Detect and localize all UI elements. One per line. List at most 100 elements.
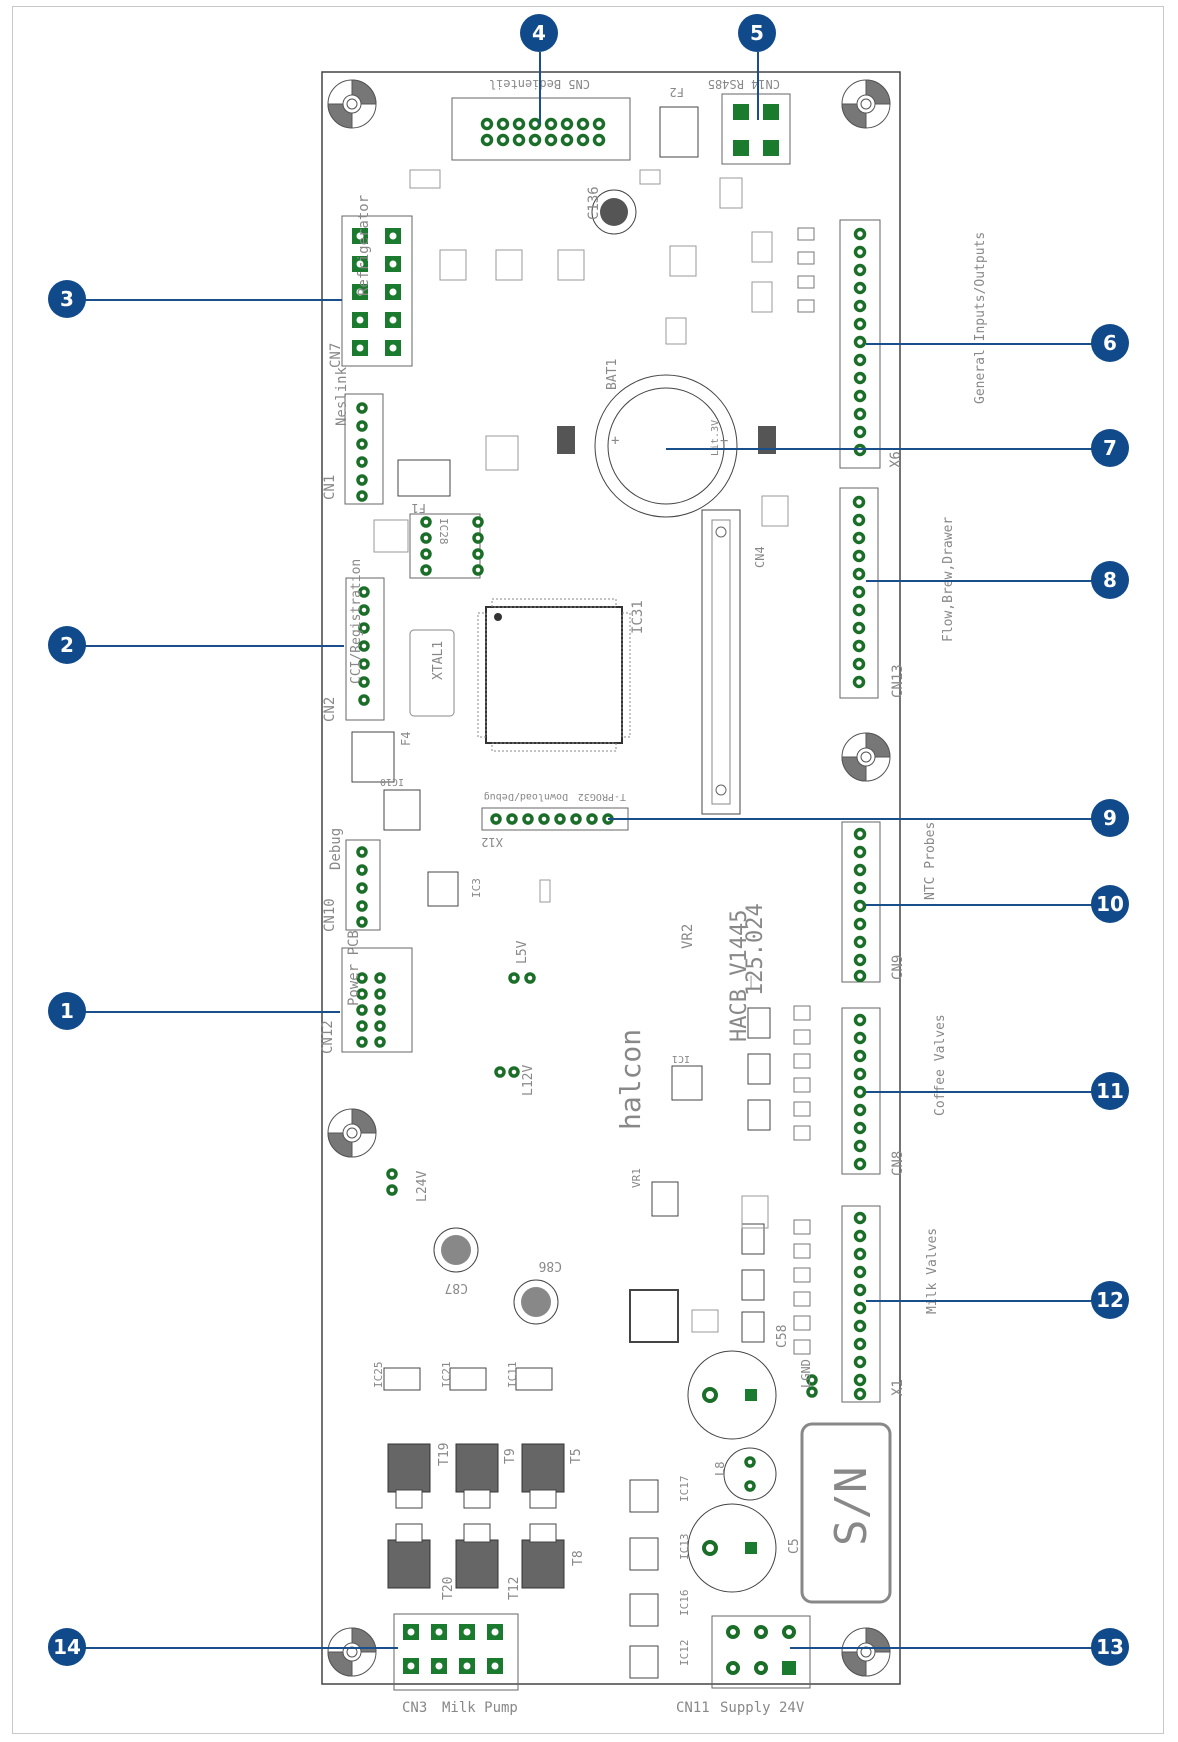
cn5-connector: CN5 Bedienteil (451, 77, 631, 161)
battery-label: Lit.3V (710, 420, 721, 456)
ic28-label: IC28 (437, 518, 450, 545)
cn4-header (701, 509, 741, 815)
test-points (386, 972, 818, 1398)
lower-ics (629, 1479, 659, 1679)
cci-label: CCI/Registration (349, 559, 364, 684)
t5-label: T5 (569, 1448, 584, 1464)
cn3-connector (393, 1613, 519, 1691)
leader-line-14 (68, 1647, 398, 1649)
leader-line-6 (866, 343, 1104, 345)
cn1-connector (344, 393, 384, 505)
t9-label: T9 (503, 1448, 518, 1464)
tprog-label: T-PROG32 (578, 791, 626, 802)
download-label: Download/Debug (484, 791, 568, 802)
c58-capacitor (687, 1350, 777, 1440)
callout-7: 7 (1091, 429, 1129, 467)
c136-capacitor (591, 189, 637, 235)
xtal1-label: XTAL1 (431, 641, 446, 680)
ic1-label: IC1 (672, 1053, 690, 1064)
x6-label: X6 (888, 451, 904, 468)
callout-1: 1 (48, 992, 86, 1030)
sn-box (800, 1422, 892, 1604)
ic31-microcontroller (477, 598, 631, 752)
x6-connector (839, 219, 881, 469)
callout-13: 13 (1091, 1628, 1129, 1666)
ic3-label: IC3 (470, 878, 483, 898)
t8-label: T8 (571, 1550, 586, 1566)
callout-11: 11 (1091, 1072, 1129, 1110)
c86-label: C86 (539, 1258, 562, 1273)
vr1-label: VR1 (630, 1168, 643, 1188)
callout-8: 8 (1091, 561, 1129, 599)
leader-line-3 (68, 299, 342, 301)
leader-line-8 (866, 580, 1104, 582)
c5-label: C5 (787, 1538, 802, 1554)
cn2-label: CN2 (322, 697, 338, 722)
c87-label: C87 (445, 1280, 468, 1295)
milkpump-label: Milk Pump (442, 1700, 518, 1716)
sn-label: S/N (826, 1467, 877, 1546)
cn12-connector (341, 947, 413, 1053)
xtal1 (409, 629, 455, 717)
l12v-label: L12V (521, 1065, 536, 1096)
cn14-connector: CN14 RS485 (708, 77, 791, 165)
leader-line-1 (68, 1011, 340, 1013)
vr2-label: VR2 (680, 924, 696, 949)
cn10-label: CN10 (322, 898, 338, 932)
cn13-connector (839, 487, 879, 699)
power-label: Power PCB (346, 930, 362, 1006)
mounting-holes (327, 79, 891, 1677)
diode-arrays (793, 227, 815, 1355)
version-label: 125.024 (743, 903, 768, 996)
ic12-label: IC12 (678, 1640, 691, 1667)
small-ics-row (383, 1367, 553, 1391)
cn8-label: CN8 (890, 1151, 906, 1176)
ic21-label: IC21 (440, 1362, 453, 1389)
cn9-connector (841, 821, 881, 983)
ic11-label: IC11 (506, 1362, 519, 1389)
ic28-connector (409, 513, 484, 579)
cn11-connector (711, 1615, 811, 1689)
neslink-label: Neslink (334, 366, 350, 426)
leader-line-11 (866, 1091, 1104, 1093)
lgnd-label: LGND (799, 1359, 813, 1388)
ic1 (671, 1065, 703, 1101)
diagram-frame (12, 6, 1164, 1734)
cn2-connector (345, 577, 385, 721)
c87-capacitor (433, 1227, 479, 1273)
cn3-label: CN3 (402, 1700, 427, 1716)
refrigerator-label: Refrigerator (356, 195, 372, 296)
battery: + − (557, 374, 776, 518)
leader-line-2 (68, 645, 344, 647)
f2-label: F2 (670, 85, 684, 99)
c86-capacitor (513, 1279, 559, 1325)
t12-label: T12 (507, 1577, 522, 1600)
transistors-right (741, 1007, 771, 1343)
leader-line-9 (608, 818, 1104, 820)
cn4-label: CN4 (753, 546, 767, 568)
silkscreen-marks (373, 169, 789, 1333)
x1-connector (841, 1205, 881, 1403)
cn14-label: CN14 RS485 (708, 77, 780, 91)
ic31-label: IC31 (630, 600, 646, 634)
cn10-connector (345, 839, 381, 931)
leader-line-7 (666, 448, 1104, 450)
c5-capacitor (687, 1503, 777, 1593)
callout-12: 12 (1091, 1281, 1129, 1319)
cn1-label: CN1 (322, 475, 338, 500)
leader-line-5 (757, 52, 759, 120)
pcb-outline (321, 71, 901, 1685)
cn7-connector (341, 215, 413, 367)
t19-label: T19 (437, 1443, 452, 1466)
power-transistors (387, 1443, 565, 1589)
bat-label: BAT1 (605, 359, 620, 390)
milkvalves-label: Milk Valves (925, 1228, 940, 1314)
ic3 (427, 871, 459, 907)
callout-9: 9 (1091, 799, 1129, 837)
x12-label: X12 (481, 835, 503, 849)
brand-label: halcon (614, 1029, 647, 1130)
c136-label: C136 (586, 186, 602, 220)
cn9-label: CN9 (890, 955, 906, 980)
f2-fuse (659, 106, 699, 158)
cn7-label: CN7 (328, 343, 344, 368)
